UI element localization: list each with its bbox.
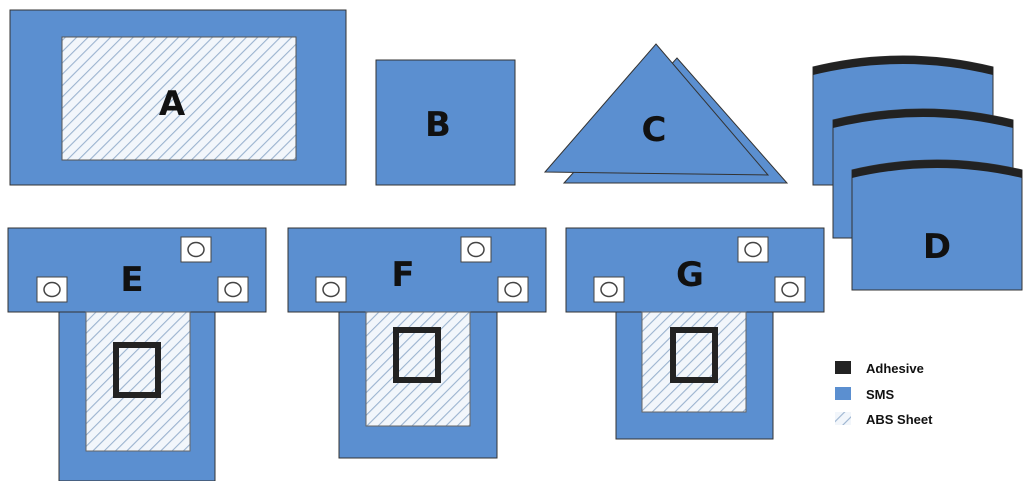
tab-e-right bbox=[217, 276, 249, 303]
adhesive-swatch bbox=[835, 361, 851, 374]
tab-f-left bbox=[315, 276, 347, 303]
legend-item-sms: SMS bbox=[835, 387, 895, 402]
tab-g-left bbox=[593, 276, 625, 303]
abs-sheet-swatch bbox=[835, 412, 851, 425]
tab-f-top bbox=[460, 236, 492, 263]
legend: Adhesive SMS ABS Sheet bbox=[835, 361, 933, 427]
sms-swatch bbox=[835, 387, 851, 400]
label-d: D bbox=[923, 227, 951, 267]
drape-a: A bbox=[9, 9, 347, 186]
label-f: F bbox=[391, 255, 414, 295]
tab-g-top bbox=[737, 236, 769, 263]
tab-f-right bbox=[497, 276, 529, 303]
label-g: G bbox=[676, 255, 704, 295]
drape-f: F bbox=[287, 227, 547, 459]
drape-g: G bbox=[565, 227, 825, 440]
tab-e-top bbox=[180, 236, 212, 263]
drape-e: E bbox=[7, 227, 267, 481]
label-e: E bbox=[120, 260, 143, 300]
legend-label-adhesive: Adhesive bbox=[866, 361, 924, 376]
tab-g-right bbox=[774, 276, 806, 303]
tab-e-left bbox=[36, 276, 68, 303]
legend-label-abs: ABS Sheet bbox=[866, 412, 933, 427]
drape-c: C bbox=[543, 43, 789, 184]
label-b: B bbox=[425, 105, 451, 145]
drape-d: D bbox=[812, 55, 1023, 291]
legend-item-adhesive: Adhesive bbox=[835, 361, 924, 376]
drape-b: B bbox=[375, 59, 516, 186]
legend-item-abs: ABS Sheet bbox=[835, 412, 933, 427]
label-c: C bbox=[642, 110, 667, 150]
label-a: A bbox=[159, 84, 186, 124]
legend-label-sms: SMS bbox=[866, 387, 895, 402]
